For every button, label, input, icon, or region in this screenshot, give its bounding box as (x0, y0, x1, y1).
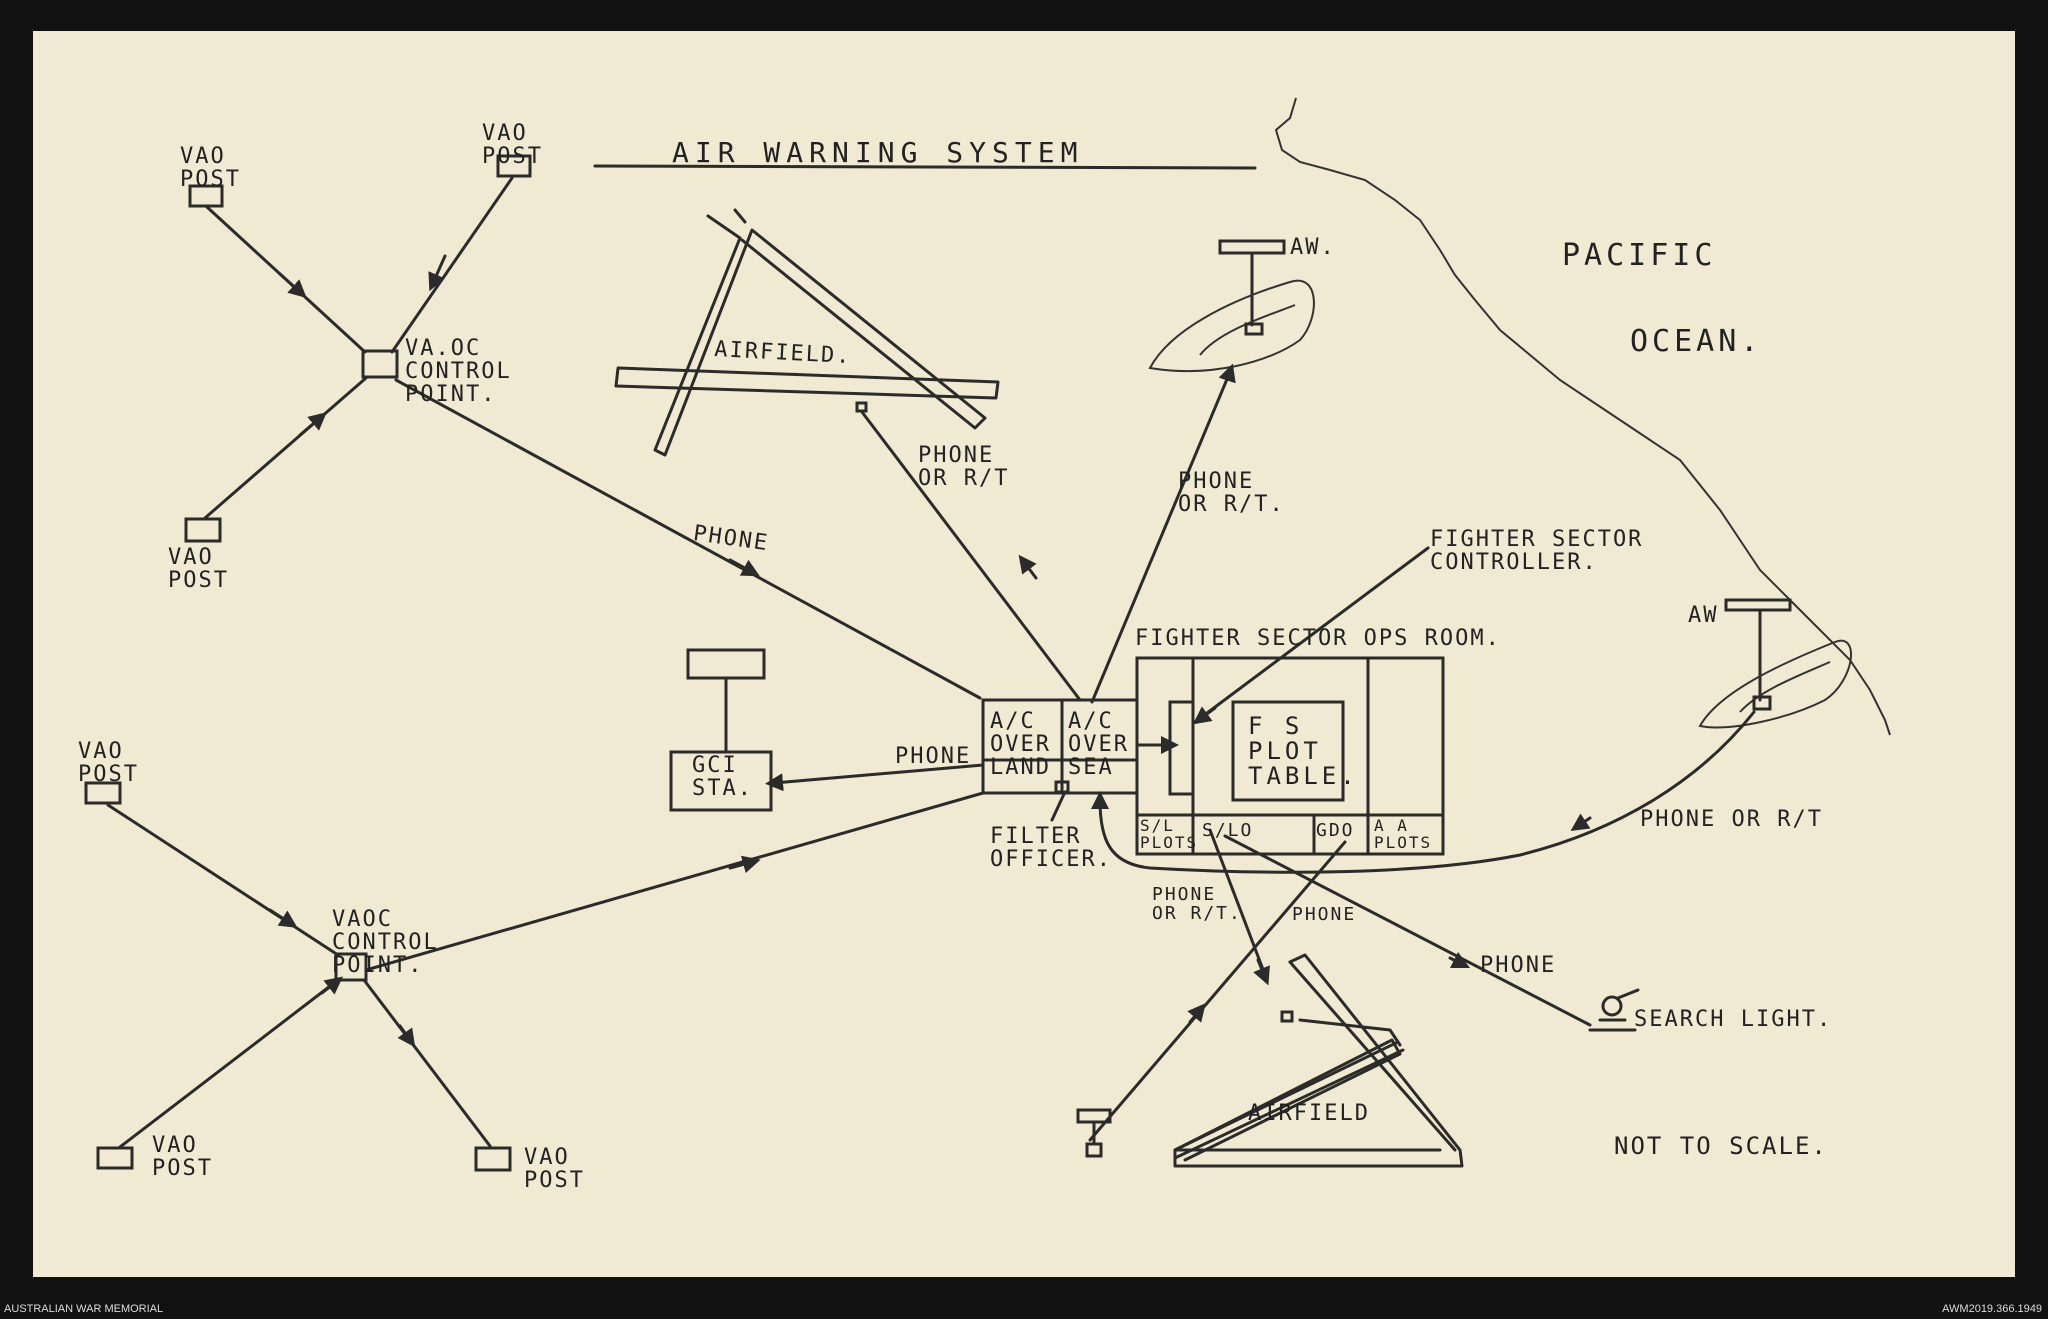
phone-gci-label: PHONE (895, 744, 972, 769)
vao-post-label: VAO POST (524, 1145, 585, 1194)
sl-plots-label: S/L PLOTS (1140, 816, 1199, 852)
vao-post-box (184, 517, 222, 543)
arrow (1448, 951, 1471, 969)
arrow (728, 558, 760, 577)
aw-antenna (1218, 239, 1286, 255)
airfield-bottom-runway-2 (1173, 960, 1457, 1160)
small-station-box (1085, 1142, 1103, 1158)
ops-room-inner (1168, 700, 1195, 796)
vao-post-box (474, 1146, 512, 1172)
not-to-scale-label: NOT TO SCALE. (1614, 1132, 1828, 1160)
arrow (298, 412, 327, 437)
pacific-label: PACIFIC (1562, 238, 1717, 273)
filter-officer-leader (1050, 792, 1066, 822)
vaoc-control-point-label: VAOC CONTROL POINT. (332, 907, 439, 979)
search-light-label: SEARCH LIGHT. (1634, 1007, 1833, 1032)
phone-label: PHONE (1480, 953, 1557, 978)
phone-or-rt-label: PHONE OR R/T (918, 443, 1010, 492)
plot-table (1231, 700, 1345, 802)
arrow (268, 908, 298, 928)
arrow (320, 976, 344, 995)
aw-right-label: AW (1688, 603, 1719, 628)
phone-or-rt-curve (1098, 710, 1756, 874)
filter-officer-marker (1054, 780, 1070, 794)
aw-top-label: AW. (1290, 235, 1336, 260)
phone-line (1088, 840, 1347, 1142)
arrow (1570, 813, 1592, 831)
airfield-marker (855, 401, 868, 413)
arrow (278, 272, 307, 299)
paper-sheet (33, 31, 2015, 1277)
fighter-sector-controller-label: FIGHTER SECTOR CONTROLLER. (1430, 527, 1644, 576)
arrow (1218, 363, 1236, 384)
arrow (1253, 958, 1270, 986)
gci-antenna (686, 648, 766, 680)
search-light-base (1588, 988, 1640, 1032)
ops-room (1135, 656, 1445, 856)
arrow (397, 1024, 416, 1048)
search-light-line (1223, 834, 1592, 1027)
airfield-top-runways (614, 208, 1000, 457)
ac-over-land-label: A/C OVER LAND (990, 709, 1051, 781)
airfield-bottom-label: AIRFIELD (1248, 1101, 1370, 1126)
aw-station-box (1752, 695, 1772, 711)
phone-or-rt-line (860, 410, 1082, 702)
arrow (1192, 706, 1217, 725)
arrow (1018, 554, 1038, 580)
vaoc-control-point-box (334, 952, 368, 982)
vao-post-box (496, 154, 532, 178)
ac-over-sea-label: A/C OVER SEA (1068, 709, 1129, 781)
vaoc-control-point-label: VA.OC CONTROL POINT. (405, 336, 512, 408)
vao-post-label: VAO POST (180, 144, 241, 193)
phone-line (364, 791, 985, 972)
aa-plots-label: A A PLOTS (1374, 816, 1433, 852)
filter-officer-label: FILTER OFFICER. (990, 824, 1112, 873)
link-line (203, 376, 368, 520)
arrow (428, 254, 447, 292)
plot-table-label: F S PLOT TABLE. (1248, 712, 1359, 791)
phone-or-rt-label: PHONE OR R/T. (1152, 884, 1242, 924)
aw-island-contour (1148, 279, 1315, 373)
phone-line (394, 378, 982, 700)
vao-post-label: VAO POST (168, 545, 229, 594)
vaoc-control-point-box (361, 349, 399, 379)
aw-antenna (1724, 598, 1792, 612)
phone-or-rt-line (1090, 370, 1232, 704)
vao-post-box (84, 781, 122, 805)
aw-island-contour (1698, 639, 1852, 729)
footer-left: AUSTRALIAN WAR MEMORIAL (4, 1303, 164, 1315)
vao-post-label: VAO POST (482, 121, 543, 170)
search-light-icon (1601, 995, 1623, 1017)
gci-sta-label: GCI STA. (692, 753, 753, 802)
vao-post-label: VAO POST (78, 739, 139, 788)
gdo-label: GDO (1316, 820, 1355, 841)
arrow (1187, 1003, 1206, 1024)
link-line (390, 176, 514, 354)
title-underline (593, 164, 1257, 170)
phone-label: PHONE (1292, 904, 1357, 925)
link-line (118, 978, 340, 1149)
diagram-title: AIR WARNING SYSTEM (672, 136, 1084, 169)
phone-gci-line (765, 763, 985, 792)
aw-station-box (1244, 322, 1264, 336)
coastline (1274, 97, 1891, 736)
slo-label: S/LO (1202, 820, 1254, 841)
vao-post-box (96, 1146, 134, 1170)
link-line (362, 978, 492, 1148)
vao-post-label: VAO POST (152, 1133, 213, 1182)
phone-or-rt-label: PHONE OR R/T (1640, 807, 1823, 832)
ocean-label: OCEAN. (1630, 324, 1763, 359)
link-line (106, 803, 340, 957)
arrow (728, 855, 761, 874)
airfield-bottom-runways (1173, 953, 1464, 1168)
airfield-marker (1280, 1010, 1294, 1023)
phone-or-rt-label: PHONE OR R/T. (1178, 469, 1285, 518)
footer-right: AWM2019.366.1949 (1942, 1303, 2042, 1315)
phone-or-rt-line (1208, 828, 1269, 982)
ops-room-label: FIGHTER SECTOR OPS ROOM. (1135, 626, 1501, 651)
controller-leader (1193, 546, 1430, 724)
